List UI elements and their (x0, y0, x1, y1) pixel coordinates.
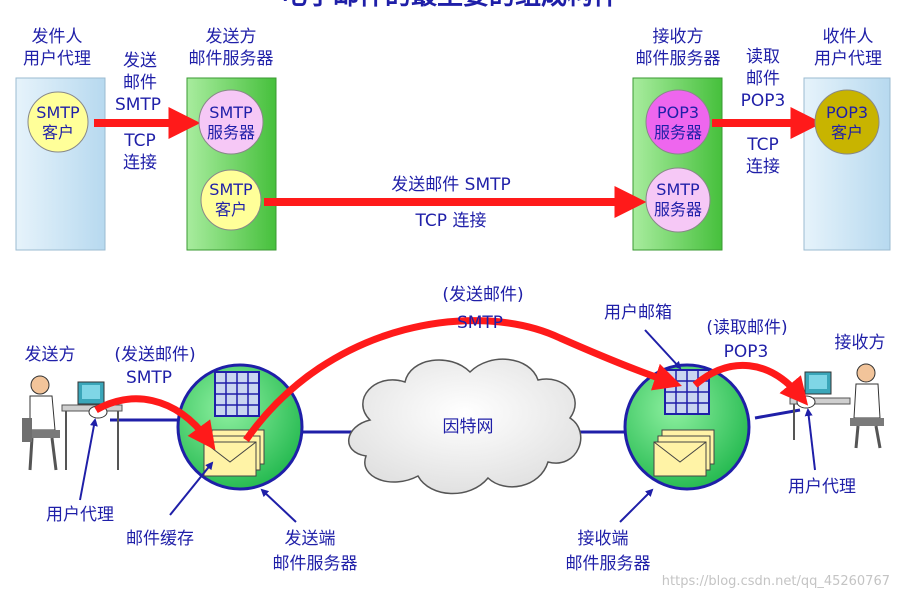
pointer-mailbox (644, 329, 682, 370)
mail-cache-envelope-icon (203, 429, 265, 477)
receiving-envelope-icon (653, 429, 715, 477)
user-agent-right-label: 用户代理 (788, 477, 856, 497)
smtp-label-left: SMTP (126, 368, 172, 388)
receiver-agent-header-2: 用户代理 (814, 49, 882, 69)
receiving-server-label-2: 邮件服务器 (566, 554, 651, 574)
pop3-server-line2: 服务器 (654, 123, 702, 142)
receiver-agent-header-1: 收件人 (823, 27, 874, 47)
arrow3-line1: 读取 (746, 47, 780, 67)
smtp-client-b-line2: 客户 (215, 200, 247, 219)
link-right-server-user (754, 408, 801, 420)
smtp-client-a-line2: 客户 (42, 123, 74, 142)
smtp-server-a-line2: 服务器 (207, 123, 255, 142)
smtp-client-b-line1: SMTP (209, 180, 253, 199)
arrow-user-to-cache (94, 395, 216, 451)
pop3-client-line2: 客户 (831, 123, 863, 142)
arrow3-line5: 连接 (746, 157, 780, 177)
internet-label: 因特网 (443, 417, 494, 437)
sender-server-header-2: 邮件服务器 (189, 49, 274, 69)
watermark: https://blog.csdn.net/qq_45260767 (662, 574, 890, 589)
sending-server-label-2: 邮件服务器 (273, 554, 358, 574)
receiver-server-header-2: 邮件服务器 (636, 49, 721, 69)
receiving-server-label-1: 接收端 (578, 529, 629, 549)
arrow1-line3: SMTP (115, 95, 161, 115)
receiver-person-icon (789, 363, 884, 449)
pop3-server-circle (645, 89, 711, 155)
internet-cloud (347, 358, 582, 495)
arrow1-line5: 连接 (123, 153, 157, 173)
pointer-user-agent-right (804, 408, 816, 471)
pointer-user-agent-left (79, 418, 98, 501)
smtp-server-b-line2: 服务器 (654, 200, 702, 219)
arrow1-line2: 邮件 (123, 73, 157, 93)
arrow3-line2: 邮件 (746, 69, 780, 89)
title-fragment: 电子邮件的最主要的组成构件 (281, 0, 619, 11)
read-mail-label: (读取邮件) (706, 318, 787, 338)
smtp-server-circle-a (198, 89, 264, 155)
pointer-mail-cache (169, 461, 214, 516)
arrow3-line4: TCP (746, 135, 779, 155)
sender-server-header-1: 发送方 (206, 27, 257, 47)
pointer-receiving-server (619, 488, 654, 523)
arrow1-line4: TCP (123, 131, 156, 151)
arrow-mailbox-to-user (692, 361, 809, 406)
smtp-client-a-line1: SMTP (36, 103, 80, 122)
arrow2-line1: 发送邮件 SMTP (391, 175, 511, 195)
arrow-cache-to-mailbox (243, 317, 682, 443)
pop3-client-line1: POP3 (826, 103, 868, 122)
smtp-server-b-line1: SMTP (656, 180, 700, 199)
pop3-bottom-label: POP3 (724, 342, 769, 362)
pointer-sending-server (260, 488, 297, 523)
sender-agent-header-2: 用户代理 (23, 49, 91, 69)
pop3-client-circle (814, 89, 880, 155)
receiver-user-agent-mouse-icon (796, 395, 816, 409)
pop3-server-line1: POP3 (657, 103, 699, 122)
mail-cache-label: 邮件缓存 (126, 529, 194, 549)
arrow2-line2: TCP 连接 (415, 211, 487, 231)
receiver-server-header-1: 接收方 (653, 27, 704, 47)
user-agent-left-label: 用户代理 (46, 505, 114, 525)
arrow1-line1: 发送 (123, 51, 157, 71)
receiver-label: 接收方 (835, 333, 886, 353)
arrow3-line3: POP3 (741, 91, 786, 111)
middle-smtp-label: SMTP (457, 313, 503, 333)
middle-send-label: (发送邮件) (442, 285, 523, 305)
sending-server-label-1: 发送端 (285, 529, 336, 549)
smtp-client-circle-b (200, 169, 262, 231)
sender-person-icon (22, 375, 123, 471)
smtp-server-circle-b (645, 167, 711, 233)
smtp-server-a-line1: SMTP (209, 103, 253, 122)
send-mail-label-left: (发送邮件) (114, 345, 195, 365)
sending-mailbox-grid-icon (214, 371, 260, 417)
mailbox-label: 用户邮箱 (604, 303, 672, 323)
sender-label: 发送方 (25, 345, 76, 365)
smtp-client-circle-a (27, 91, 89, 153)
sender-agent-header-1: 发件人 (32, 27, 83, 47)
